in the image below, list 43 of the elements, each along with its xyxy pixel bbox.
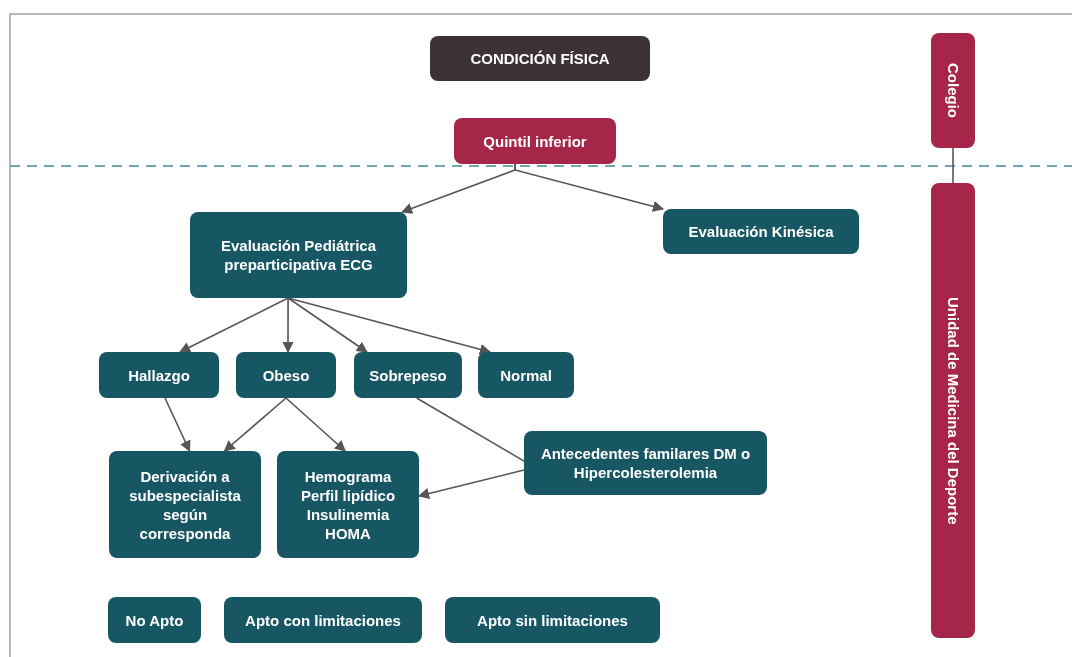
arrow [417, 469, 525, 499]
box-label: Evaluación Pediátrica preparticipativa ECG [219, 236, 378, 274]
box-label: Apto sin limitaciones [477, 610, 628, 630]
process-box [224, 597, 422, 643]
box-label: Quintil inferior [483, 131, 587, 151]
process-box [190, 212, 407, 298]
box-label: Unidad de Medicina del Deporte [943, 296, 963, 525]
connector-line [952, 147, 954, 184]
process-box [663, 209, 859, 254]
vertical-band [931, 183, 975, 638]
process-box [524, 431, 767, 495]
box-label: Apto con limitaciones [245, 610, 401, 630]
arrow [282, 297, 294, 354]
process-box [108, 597, 201, 643]
box-label: Derivación a subespecialista según corresponda [128, 466, 242, 543]
process-box [109, 451, 261, 558]
box-label: Obeso [262, 365, 310, 385]
process-box [478, 352, 574, 398]
arrow [164, 397, 191, 452]
process-box [445, 597, 660, 643]
box-label: Hemograma Perfil lipídico Insulinemia HOMA [299, 466, 397, 543]
box-label: Sobrepeso [369, 365, 447, 385]
box-label: Normal [500, 365, 552, 385]
arrow [179, 297, 289, 353]
process-box [236, 352, 336, 398]
box-label: CONDICIÓN FÍSICA [470, 49, 610, 68]
connector-line [415, 397, 525, 462]
box-label: Evaluación Kinésica [688, 222, 834, 241]
process-box [99, 352, 219, 398]
box-label: Antecedentes familares DM o Hipercolesterolemia [539, 444, 752, 482]
process-box [354, 352, 462, 398]
process-box [454, 118, 616, 164]
arrow [514, 163, 665, 212]
box-label: No Apto [125, 610, 184, 630]
process-box [430, 36, 650, 81]
process-box [277, 451, 419, 558]
arrow [287, 297, 492, 355]
box-label: Hallazgo [128, 365, 190, 385]
arrow [287, 297, 368, 353]
arrow [223, 397, 287, 452]
vertical-band [931, 33, 975, 148]
box-label: Colegio [943, 63, 963, 118]
arrow [285, 397, 346, 452]
